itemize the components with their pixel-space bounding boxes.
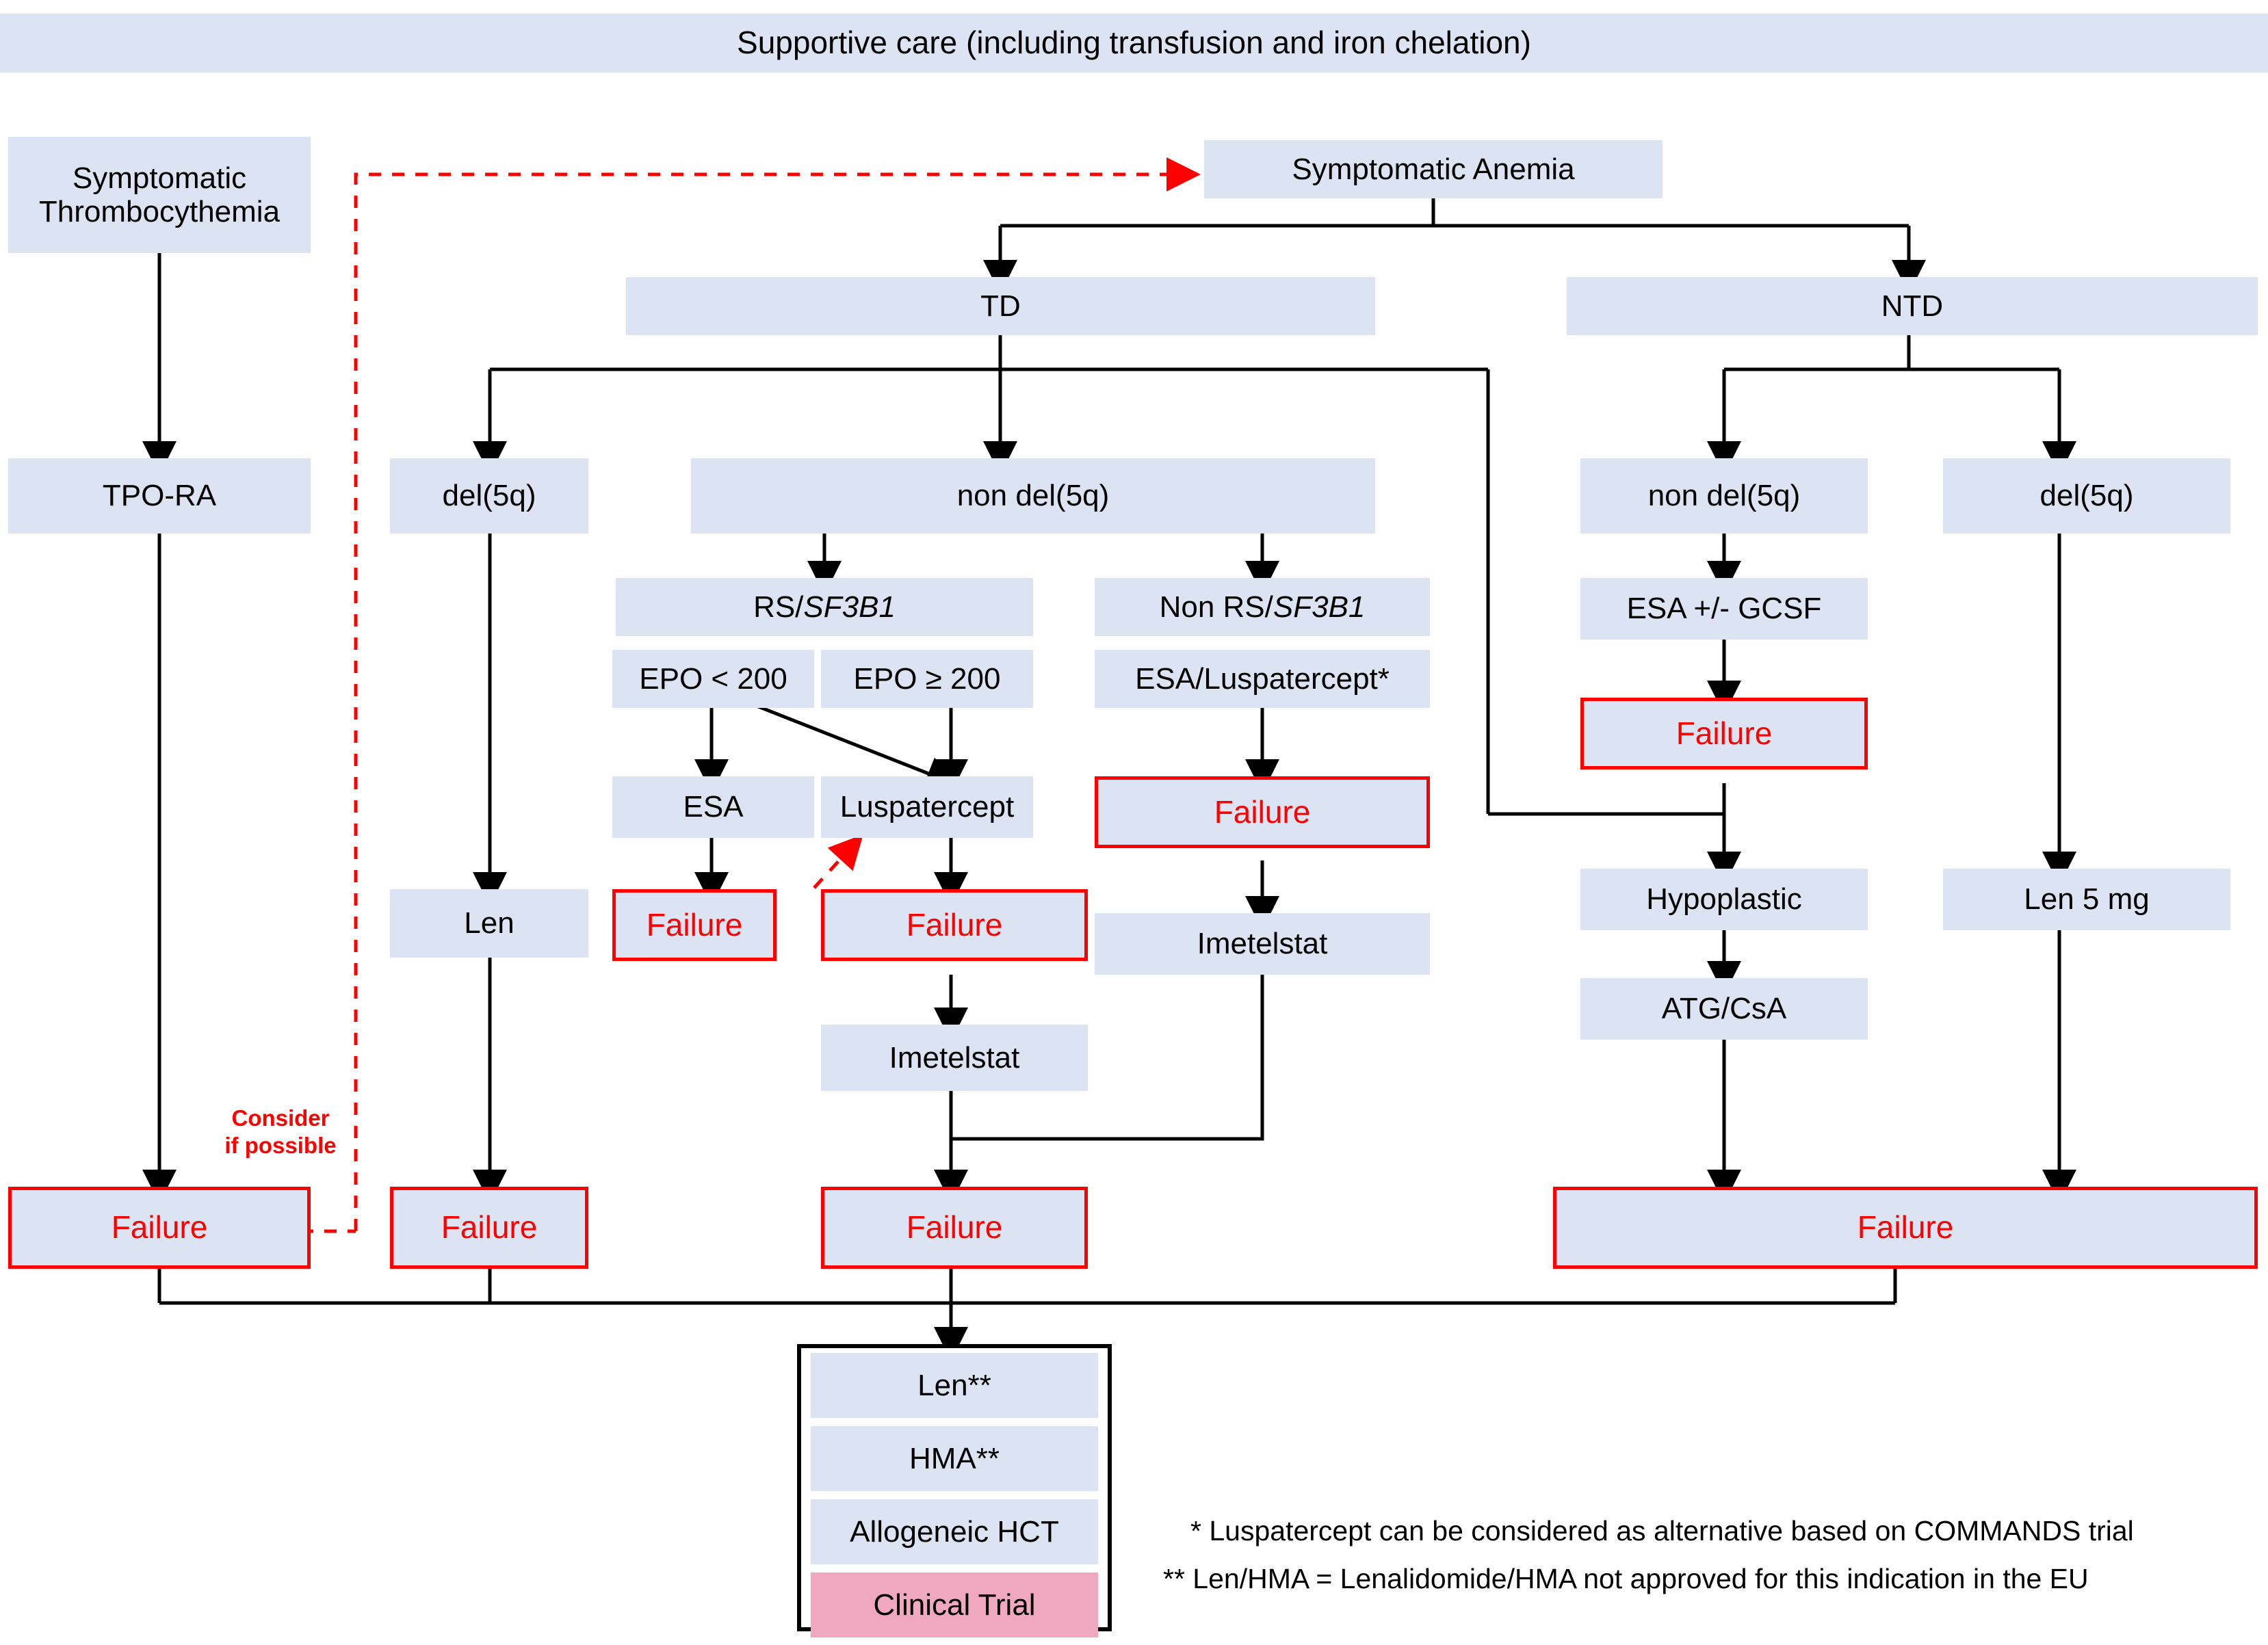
node-imetelstat-mid[interactable]: Imetelstat	[821, 1025, 1088, 1091]
non-rs-prefix-label: Non RS/	[1159, 590, 1273, 624]
node-luspatercept[interactable]: Luspatercept	[821, 776, 1033, 838]
final-option-hma[interactable]: HMA**	[811, 1426, 1098, 1491]
node-esa-luspatercept[interactable]: ESA/Luspatercept*	[1095, 650, 1430, 708]
failure-box-ntd[interactable]: Failure	[1553, 1187, 2258, 1269]
sf3b1-gene-label-2: SF3B1	[1273, 590, 1366, 624]
node-tpo-ra[interactable]: TPO-RA	[8, 458, 311, 534]
node-len-5mg[interactable]: Len 5 mg	[1943, 869, 2230, 930]
node-atg-csa[interactable]: ATG/CsA	[1580, 978, 1868, 1040]
footnote-len-hma: ** Len/HMA = Lenalidomide/HMA not approv…	[1163, 1563, 2089, 1594]
node-td-non-del5q[interactable]: non del(5q)	[691, 458, 1375, 534]
node-len[interactable]: Len	[390, 889, 588, 958]
node-esa[interactable]: ESA	[612, 776, 814, 838]
node-symptomatic-thrombocythemia[interactable]: Symptomatic Thrombocythemia	[8, 137, 311, 253]
node-ntd-del5q[interactable]: del(5q)	[1943, 458, 2230, 534]
final-option-allogeneic-hct[interactable]: Allogeneic HCT	[811, 1499, 1098, 1564]
failure-box-tpora[interactable]: Failure	[8, 1187, 311, 1269]
node-hypoplastic[interactable]: Hypoplastic	[1580, 869, 1868, 930]
failure-box-luspatercept[interactable]: Failure	[821, 889, 1088, 961]
node-td[interactable]: TD	[626, 277, 1375, 335]
failure-box-esa-gcsf[interactable]: Failure	[1580, 698, 1868, 769]
node-epo-ge-200[interactable]: EPO ≥ 200	[821, 650, 1033, 708]
node-non-rs-sf3b1[interactable]: Non RS/SF3B1	[1095, 578, 1430, 636]
sf3b1-gene-label: SF3B1	[803, 590, 896, 624]
supportive-care-banner: Supportive care (including transfusion a…	[0, 14, 2268, 73]
failure-box-esa-luspatercept[interactable]: Failure	[1095, 776, 1430, 848]
node-ntd[interactable]: NTD	[1567, 277, 2258, 335]
node-imetelstat-right[interactable]: Imetelstat	[1095, 913, 1430, 975]
node-epo-lt-200[interactable]: EPO < 200	[612, 650, 814, 708]
node-rs-sf3b1[interactable]: RS/SF3B1	[616, 578, 1033, 636]
node-esa-gcsf[interactable]: ESA +/- GCSF	[1580, 578, 1868, 640]
failure-box-esa[interactable]: Failure	[612, 889, 777, 961]
failure-box-del5q-len[interactable]: Failure	[390, 1187, 588, 1269]
node-ntd-non-del5q[interactable]: non del(5q)	[1580, 458, 1868, 534]
failure-box-imetelstat[interactable]: Failure	[821, 1187, 1088, 1269]
node-td-del5q[interactable]: del(5q)	[390, 458, 588, 534]
final-option-clinical-trial[interactable]: Clinical Trial	[811, 1572, 1098, 1637]
node-symptomatic-anemia[interactable]: Symptomatic Anemia	[1204, 140, 1663, 198]
final-option-len[interactable]: Len**	[811, 1353, 1098, 1418]
rs-prefix-label: RS/	[753, 590, 804, 624]
footnote-luspatercept: * Luspatercept can be considered as alte…	[1190, 1515, 2134, 1547]
consider-if-possible-label: Consider if possible	[224, 1105, 337, 1158]
